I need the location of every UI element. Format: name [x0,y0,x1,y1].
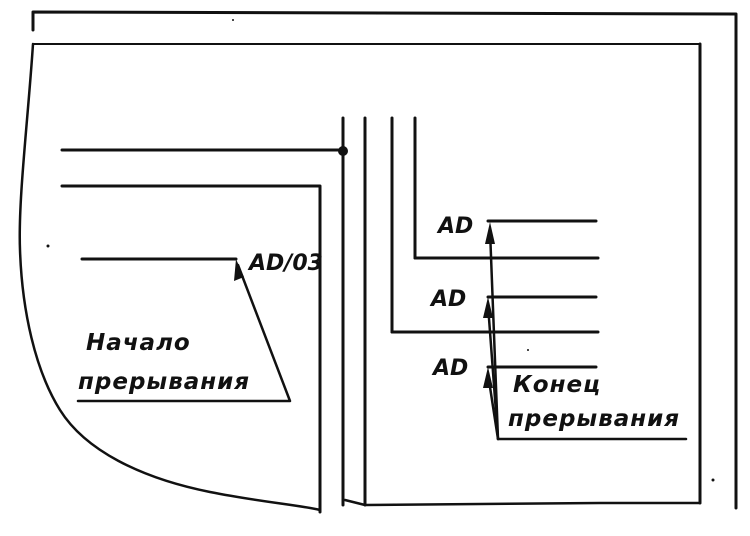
start-arrowhead-icon [234,259,244,281]
end-code-label-1: AD [436,214,473,239]
left-wiring [60,146,348,514]
start-note-line1: Начало [86,330,191,356]
start-leader [76,259,292,403]
end-note-line1: Конец [513,372,601,398]
torn-paper-edge [18,42,322,512]
end-arrowhead-icon-3 [483,367,493,388]
end-code-label-3: AD [431,356,468,381]
junction-dot [338,146,348,156]
end-note-line2: прерывания [508,406,680,432]
scan-specks [46,19,715,482]
sheet-frame [31,10,738,510]
start-code-label: AD/03 [247,251,323,276]
start-note-line2: прерывания [78,369,250,395]
right-wiring [390,219,600,369]
end-code-label-2: AD [429,287,466,312]
end-leaders [483,222,688,441]
end-arrowhead-icon-2 [483,297,493,318]
end-arrowhead-icon-1 [485,222,495,244]
vertical-bus-lines [341,116,417,507]
